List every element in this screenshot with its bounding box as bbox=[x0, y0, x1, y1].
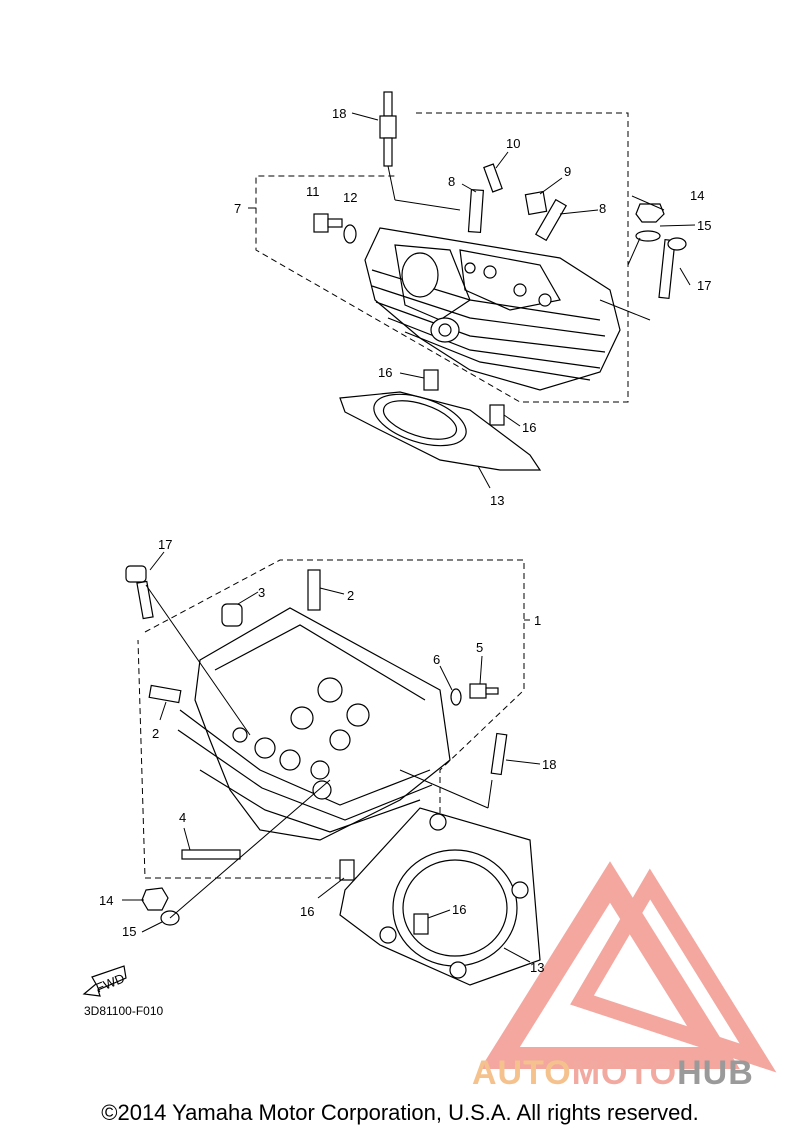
callout-11: 11 bbox=[306, 184, 320, 199]
callout-16-lower-right: 16 bbox=[452, 902, 466, 917]
callout-14-lower: 14 bbox=[99, 893, 113, 908]
upper-callouts: 18 10 9 8 8 7 11 12 14 15 17 16 16 13 bbox=[234, 106, 711, 508]
callout-8-right: 8 bbox=[599, 201, 606, 216]
callout-8-left: 8 bbox=[448, 174, 455, 189]
upper-cylinder-head-assembly bbox=[248, 91, 696, 489]
callout-18-lower: 18 bbox=[542, 757, 556, 772]
watermark-logo bbox=[480, 861, 777, 1073]
callout-16-lower-left: 16 bbox=[300, 904, 314, 919]
callout-15-lower: 15 bbox=[122, 924, 136, 939]
brand-part-moto: MOTO bbox=[571, 1054, 678, 1092]
callout-2-left: 2 bbox=[152, 726, 159, 741]
callout-18-upper: 18 bbox=[332, 106, 346, 121]
part-code: 3D81100-F010 bbox=[84, 1004, 163, 1018]
copyright-notice: ©2014 Yamaha Motor Corporation, U.S.A. A… bbox=[101, 1100, 699, 1125]
lower-callouts: 17 3 2 1 5 6 2 18 4 14 15 16 16 13 bbox=[99, 537, 556, 975]
callout-4: 4 bbox=[179, 810, 186, 825]
brand-part-hub: HUB bbox=[677, 1054, 754, 1092]
callout-16-upper-left: 16 bbox=[378, 365, 392, 380]
callout-7: 7 bbox=[234, 201, 241, 216]
callout-17-lower: 17 bbox=[158, 537, 172, 552]
callout-12: 12 bbox=[343, 190, 357, 205]
callout-13-lower: 13 bbox=[530, 960, 544, 975]
callout-17-upper: 17 bbox=[697, 278, 711, 293]
callout-16-upper-right: 16 bbox=[522, 420, 536, 435]
callout-14-upper: 14 bbox=[690, 188, 704, 203]
spark-plug-upper bbox=[379, 91, 461, 211]
callout-2-upper: 2 bbox=[347, 588, 354, 603]
callout-3: 3 bbox=[258, 585, 265, 600]
callout-15-upper: 15 bbox=[697, 218, 711, 233]
callout-1: 1 bbox=[534, 613, 541, 628]
callout-10: 10 bbox=[506, 136, 520, 151]
callout-6: 6 bbox=[433, 652, 440, 667]
brand-part-auto: AUTO bbox=[472, 1054, 572, 1092]
watermark-brand: AUTOMOTOHUB bbox=[472, 1054, 754, 1093]
callout-13-upper: 13 bbox=[490, 493, 504, 508]
callout-9: 9 bbox=[564, 164, 571, 179]
callout-5: 5 bbox=[476, 640, 483, 655]
lower-cylinder-head-assembly bbox=[82, 551, 541, 997]
fwd-arrow-icon bbox=[82, 965, 127, 997]
